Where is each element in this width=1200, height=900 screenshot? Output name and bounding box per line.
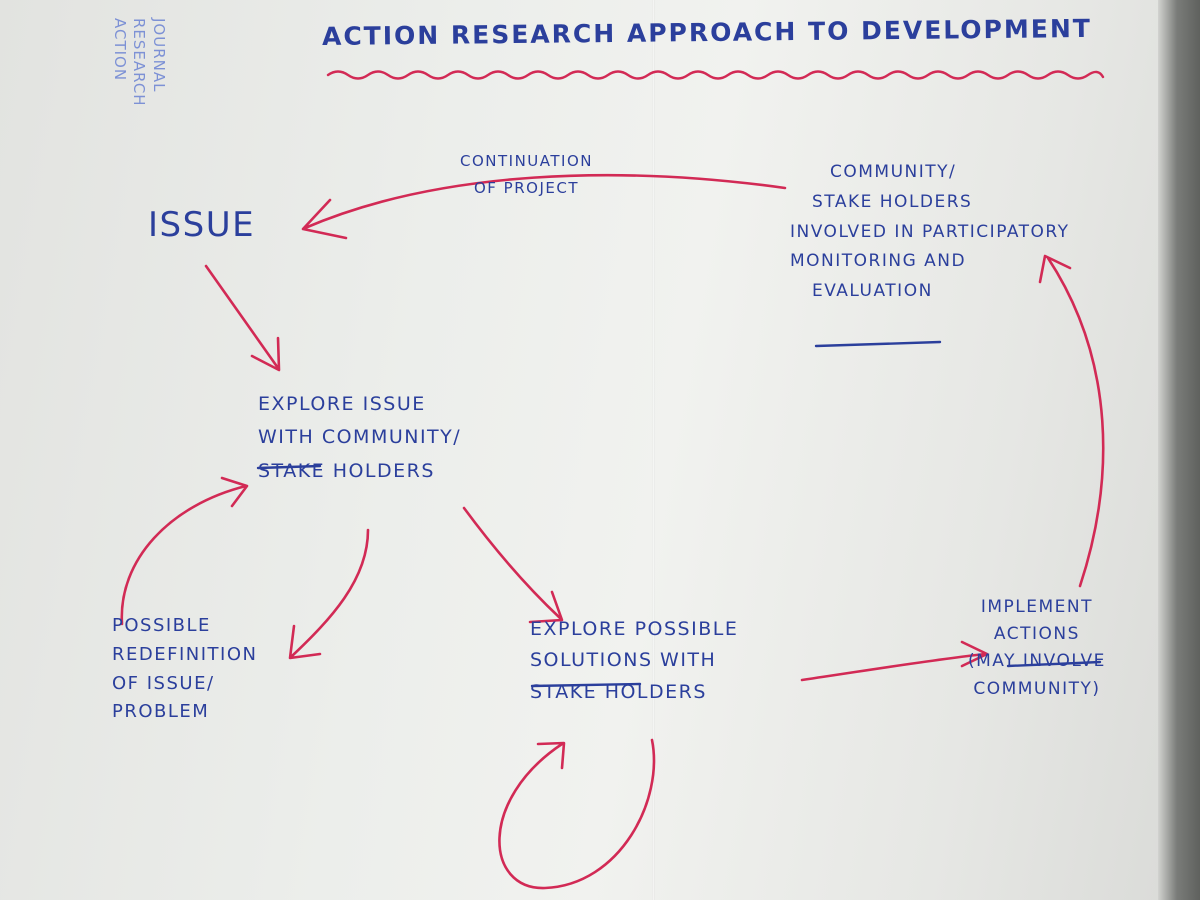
node-text-line: Possible: [112, 615, 211, 636]
side-note: Journal Research Action: [110, 18, 168, 107]
node-implement-actions: Implement Actions (may involve community…: [968, 594, 1106, 703]
underline-evaluation: [814, 340, 942, 348]
underline-actions: [1006, 660, 1102, 668]
node-text-line: Implement: [980, 597, 1093, 617]
node-text-line: monitoring and: [790, 251, 967, 272]
arrow-solutions-self-loop: [498, 738, 656, 890]
node-text-line: evaluation: [812, 281, 933, 301]
node-text-line: Stake Holders: [258, 459, 435, 482]
title-wavy-underline: [326, 70, 1105, 80]
node-text-line: Stake Holders: [812, 191, 973, 212]
edge-label-continuation: Continuation of Project: [460, 148, 593, 202]
node-text-line: Community/: [830, 162, 957, 182]
node-redefinition: Possible Redefinition of Issue/ Problem: [112, 612, 258, 727]
arrow-explore-to-redefinition: [288, 528, 370, 660]
node-text-line: Solutions with: [530, 649, 717, 672]
side-note-line: Journal: [150, 18, 168, 93]
node-text-line: With Community/: [258, 426, 462, 449]
underline-solutions: [530, 682, 642, 688]
arrow-implement-to-community: [1038, 254, 1105, 588]
underline-with: [256, 464, 322, 470]
node-explore-issue: Explore Issue With Community/ Stake Hold…: [258, 388, 461, 488]
edge-label-line: of Project: [473, 179, 579, 197]
paper-fold: [652, 0, 655, 900]
arrow-explore-to-solutions: [462, 506, 564, 624]
node-text-line: (may involve: [968, 651, 1106, 672]
side-note-line: Research: [130, 18, 149, 107]
side-note-line: Action: [111, 18, 129, 82]
node-community-monitoring: Community/ Stake Holders involved in par…: [790, 158, 1070, 307]
node-explore-solutions: Explore Possible Solutions with Stake Ho…: [530, 614, 738, 708]
arrow-continuation-to-issue: [301, 173, 787, 240]
node-text-line: involved in participatory: [790, 221, 1070, 242]
node-text-line: Redefinition: [112, 643, 258, 665]
node-text-line: Explore Possible: [530, 618, 739, 640]
node-text-line: Actions: [993, 624, 1080, 645]
edge-label-line: Continuation: [460, 152, 593, 170]
node-text-line: Problem: [112, 701, 210, 723]
node-text-line: community): [973, 678, 1101, 699]
arrow-redefinition-to-explore: [120, 476, 249, 626]
background-edge: [1158, 0, 1200, 900]
arrow-issue-to-explore: [204, 264, 281, 372]
node-text-line: Explore Issue: [258, 393, 426, 415]
node-text-line: Stake Holders: [530, 680, 707, 703]
node-issue: Issue: [148, 205, 256, 245]
arrow-solutions-to-implement: [800, 640, 989, 682]
node-text-line: of Issue/: [112, 672, 215, 694]
